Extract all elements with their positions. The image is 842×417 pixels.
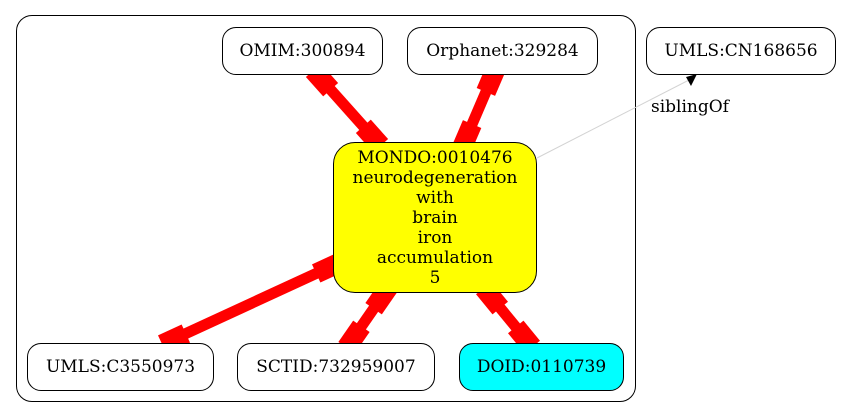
node-umls-cn[interactable]: UMLS:CN168656 bbox=[646, 27, 836, 75]
node-mondo-center[interactable]: MONDO:0010476 neurodegeneration with bra… bbox=[333, 142, 537, 293]
node-orphanet-label: Orphanet:329284 bbox=[426, 41, 579, 61]
edge-center-umls-cn-line bbox=[536, 79, 690, 159]
edge-center-umls-c-line bbox=[171, 263, 331, 344]
node-umls-cn-label: UMLS:CN168656 bbox=[664, 41, 818, 61]
node-sctid-label: SCTID:732959007 bbox=[256, 357, 416, 377]
center-line-id: MONDO:0010476 bbox=[357, 147, 513, 168]
node-omim-label: OMIM:300894 bbox=[239, 41, 366, 61]
node-umls-c[interactable]: UMLS:C3550973 bbox=[27, 343, 214, 391]
center-line-name-2: with bbox=[416, 187, 454, 208]
node-orphanet[interactable]: Orphanet:329284 bbox=[407, 27, 598, 75]
edge-label-siblingof: siblingOf bbox=[651, 97, 729, 117]
node-omim[interactable]: OMIM:300894 bbox=[222, 27, 383, 75]
node-umls-c-label: UMLS:C3550973 bbox=[45, 357, 196, 377]
center-line-name-4: iron bbox=[417, 227, 453, 248]
node-doid[interactable]: DOID:0110739 bbox=[459, 343, 624, 391]
center-line-name-1: neurodegeneration bbox=[352, 167, 518, 188]
center-line-name-3: brain bbox=[412, 207, 458, 228]
center-line-name-6: 5 bbox=[429, 267, 441, 288]
center-line-name-5: accumulation bbox=[376, 247, 494, 268]
node-doid-label: DOID:0110739 bbox=[476, 357, 607, 377]
node-sctid[interactable]: SCTID:732959007 bbox=[237, 343, 435, 391]
cluster-box bbox=[16, 15, 636, 402]
edge-center-umls-cn-arrowhead bbox=[686, 74, 697, 86]
